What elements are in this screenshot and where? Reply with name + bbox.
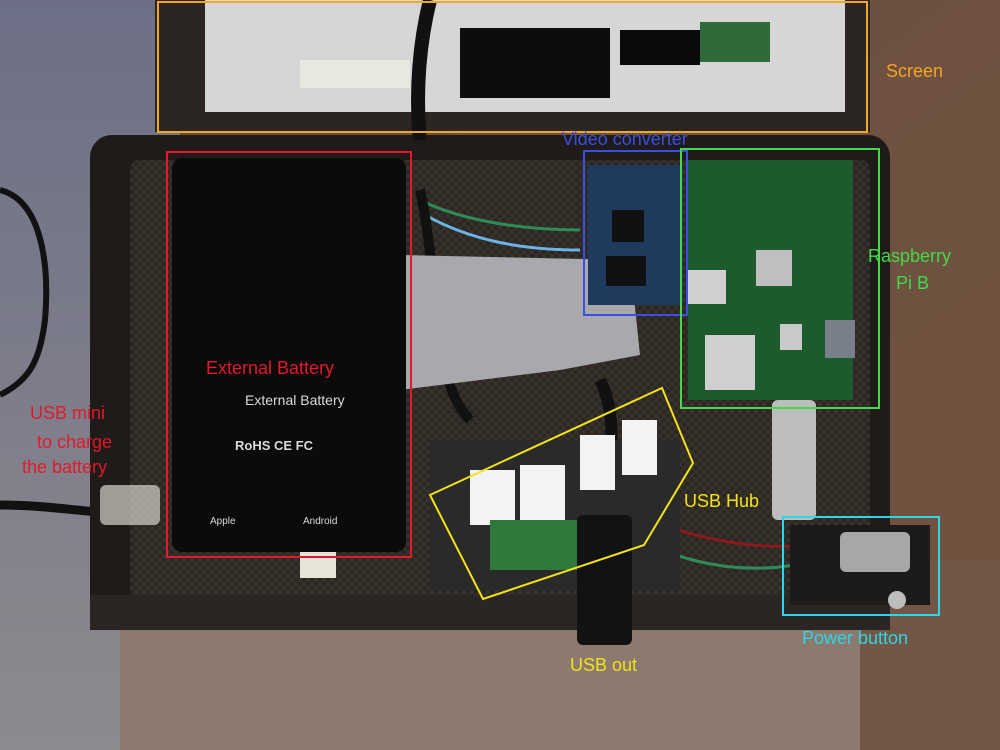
pi-heatsink	[756, 250, 792, 286]
usb-mini-label-line3: the battery	[22, 457, 108, 477]
usb-port-1	[470, 470, 515, 525]
power-button-screw	[888, 591, 906, 609]
power-button-label: Power button	[802, 628, 909, 648]
cable-left	[0, 187, 50, 398]
screen-ribbon	[620, 30, 700, 65]
battery-print-title: External Battery	[245, 392, 345, 408]
external-battery-label: External Battery	[206, 358, 335, 378]
video-chip	[612, 210, 644, 242]
usb-out-cable	[577, 515, 632, 645]
enclosure-edge	[90, 595, 890, 630]
raspberry-pi-label-line2: Pi B	[896, 273, 930, 293]
screen-cable	[411, 0, 437, 141]
battery-print-apple: Apple	[210, 516, 236, 527]
usb-hub-pcb	[490, 520, 580, 570]
pi-heatsink-2	[780, 324, 802, 350]
usb-port-3	[580, 435, 615, 490]
raspberry-pi-box	[680, 148, 880, 409]
duct-tape	[400, 255, 640, 390]
pi-usb-port	[688, 270, 726, 304]
usb-hub-label: USB Hub	[684, 491, 760, 511]
battery-print-android: Android	[303, 516, 338, 527]
external-battery	[172, 158, 406, 552]
video-chip-2	[606, 256, 646, 286]
power-button-box	[782, 516, 940, 616]
usb-port-2	[520, 465, 565, 520]
green-wires	[419, 198, 581, 232]
screen-label: Screen	[886, 61, 944, 81]
usb-out-label: USB out	[570, 655, 638, 675]
video-converter-label: Video converter	[562, 129, 688, 149]
usb-port-4	[622, 420, 657, 475]
battery-print-rohs: RoHS CE FC	[235, 438, 313, 453]
usb-hub-outline	[428, 386, 695, 601]
raspberry-pi-label-line1: Raspberry	[868, 246, 952, 266]
pi-audio-jack	[825, 320, 855, 358]
blue-wires	[424, 213, 581, 252]
screen-connector-board	[460, 28, 610, 98]
video-converter-box	[583, 150, 688, 316]
usb-mini-label-line2: to charge	[37, 432, 113, 452]
usb-mini-plug	[100, 485, 160, 525]
power-button-switch	[840, 532, 910, 572]
external-battery-box	[166, 151, 412, 558]
usb-mini-label-line1: USB mini	[30, 403, 106, 423]
screen-box	[157, 1, 868, 133]
pi-ethernet	[705, 335, 755, 390]
screen-control-board	[700, 22, 770, 62]
pi-usb-cable	[772, 400, 816, 520]
screen-sticker	[300, 60, 410, 88]
